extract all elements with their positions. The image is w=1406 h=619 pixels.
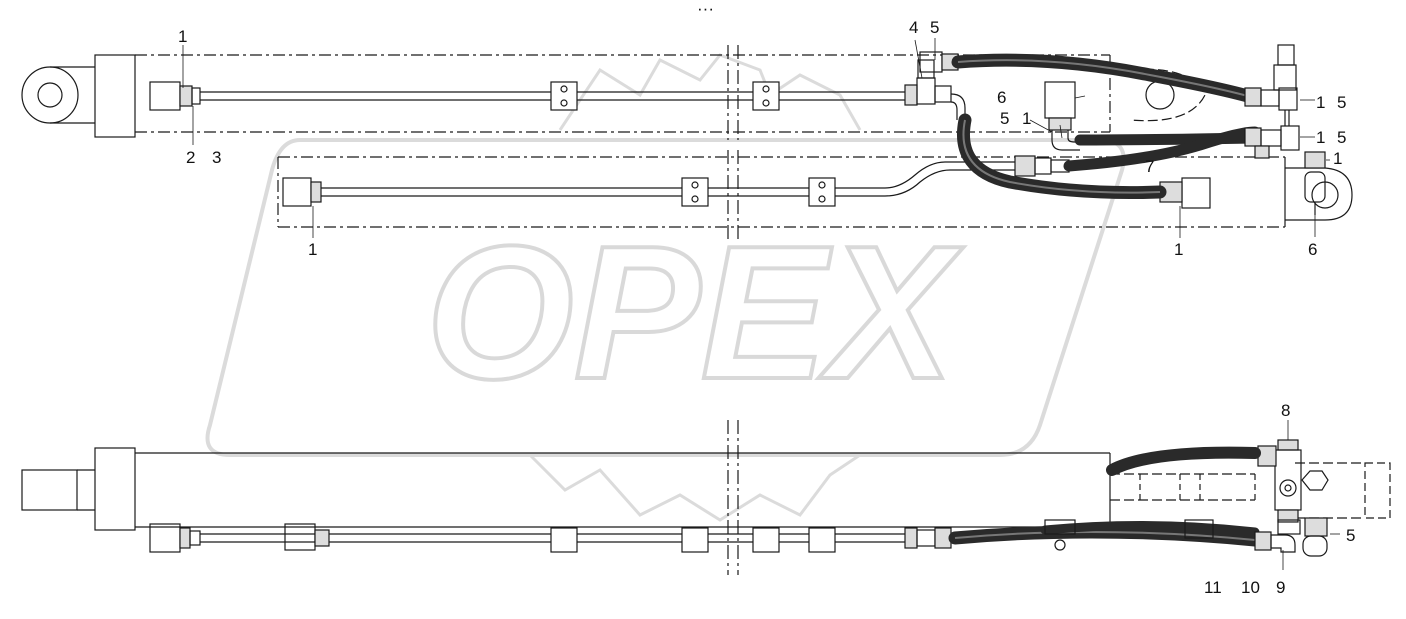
callout-7: 7 — [1145, 157, 1154, 176]
callout-5-top: 5 — [930, 18, 939, 37]
valve-cartridge — [1044, 81, 1076, 119]
watermark-text: OPEX — [426, 207, 964, 419]
tube-clamp — [681, 177, 709, 207]
callout-3: 3 — [212, 148, 221, 167]
fitting-block — [149, 81, 181, 111]
rod-eye-left — [21, 66, 79, 124]
tube-clamp — [550, 81, 578, 111]
watermark-gear-bottom — [528, 453, 861, 522]
tube-clamp — [808, 177, 836, 207]
tube-clamp — [808, 527, 836, 553]
callout-1-mid: 1 — [1022, 109, 1031, 128]
callout-5-mid: 5 — [1000, 109, 1009, 128]
tube-clamp — [752, 81, 780, 111]
callout-4: 4 — [909, 18, 918, 37]
callout-1-mid-left: 1 — [308, 240, 317, 259]
tube-clamp — [681, 527, 709, 553]
callout-2: 2 — [186, 148, 195, 167]
callout-5-right-a: 5 — [1337, 93, 1346, 112]
middle-cylinder — [277, 81, 1353, 240]
fitting-block — [282, 177, 312, 207]
callout-11: 11 — [1204, 578, 1222, 597]
callout-8: 8 — [1281, 401, 1290, 420]
watermark: OPEX — [205, 53, 1126, 522]
callout-5-right-b: 5 — [1337, 128, 1346, 147]
cylinder-gland — [94, 54, 136, 138]
fitting-block — [1181, 177, 1211, 209]
callout-5-bottom: 5 — [1346, 526, 1355, 545]
leader-lines — [182, 38, 1340, 570]
callout-1-right-c: 1 — [1333, 149, 1342, 168]
fitting-block — [149, 523, 181, 553]
tube-clamp — [752, 527, 780, 553]
callout-6-right: 6 — [1308, 240, 1317, 259]
callout-1-mid-right: 1 — [1174, 240, 1183, 259]
vent-fitting — [1277, 44, 1295, 66]
callout-10: 10 — [1241, 578, 1260, 597]
callout-1-top-left: 1 — [178, 27, 187, 46]
rod-eye-pin — [37, 82, 63, 108]
callout-labels: 1 2 3 1 4 5 6 5 1 1 5 1 5 1 7 1 6 8 5 11… — [178, 18, 1355, 597]
top-dots: ··· — [697, 0, 714, 18]
rod-end-block — [21, 469, 78, 511]
lower-cylinder — [21, 420, 1391, 575]
callout-6-top: 6 — [997, 88, 1006, 107]
callout-9: 9 — [1276, 578, 1285, 597]
cylinder-gland — [94, 447, 136, 531]
hose-group-top — [951, 44, 1300, 200]
callout-1-right-a: 1 — [1316, 93, 1325, 112]
callout-1-right-b: 1 — [1316, 128, 1325, 147]
watermark-frame — [205, 138, 1126, 457]
tube-clamp — [550, 527, 578, 553]
